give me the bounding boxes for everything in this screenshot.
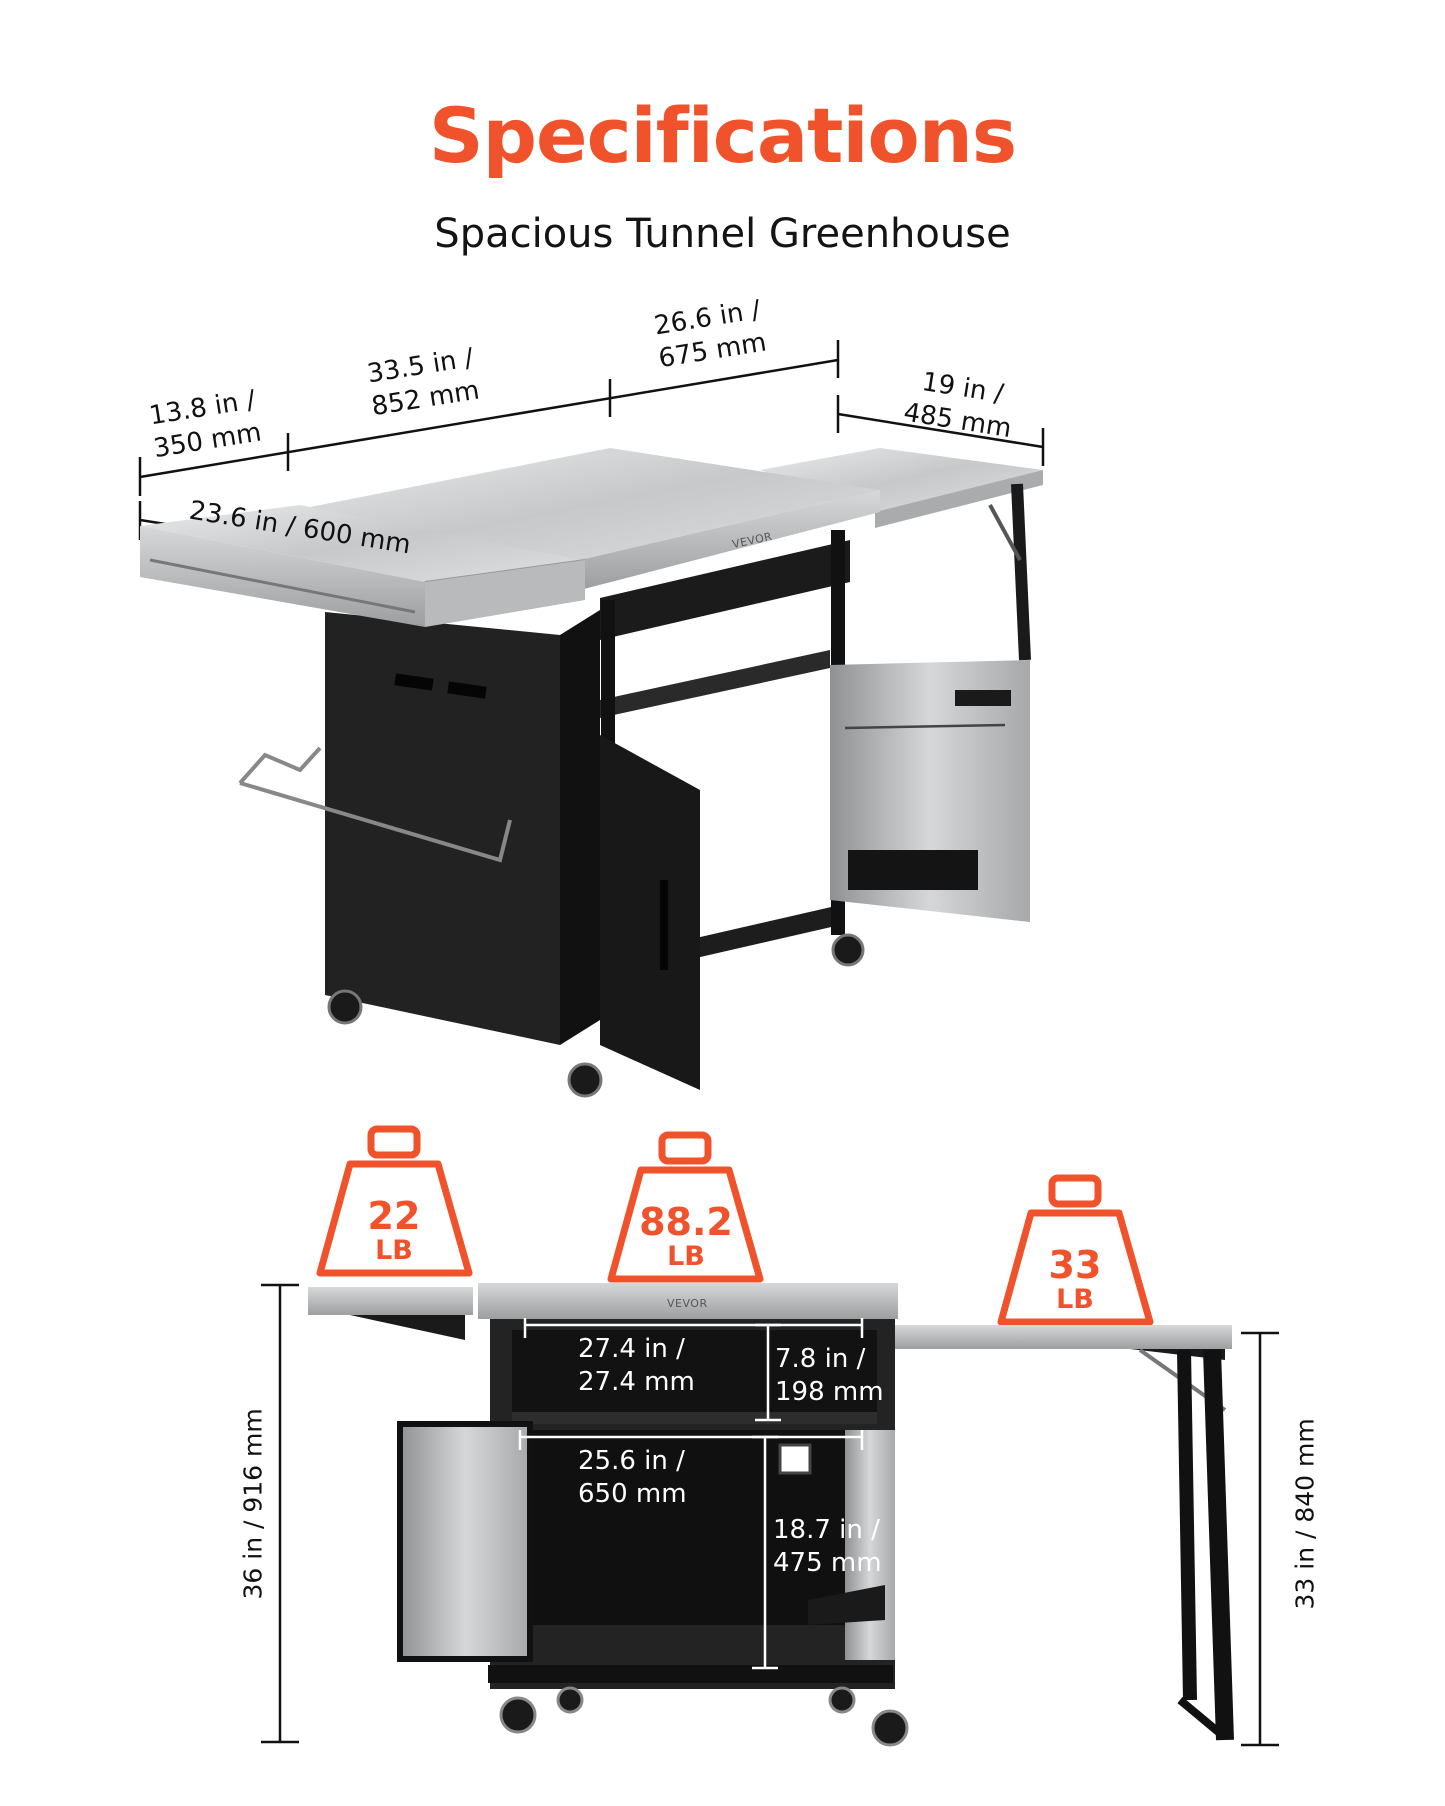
caster-wheels (327, 933, 865, 1098)
steel-door (830, 660, 1030, 922)
load-center-number: 88.2 (639, 1200, 733, 1244)
dim-lower-height-label: 18.7 in / 475 mm (773, 1515, 882, 1578)
height-dimension-lines (261, 1283, 1279, 1747)
towel-bar (238, 746, 512, 863)
page-subtitle: Spacious Tunnel Greenhouse (434, 211, 1011, 257)
load-right-value: 33 LB (1025, 1246, 1125, 1313)
front-cart (308, 1283, 1234, 1747)
center-tabletop (305, 448, 880, 590)
black-door (600, 735, 700, 1090)
weight-icon-left (316, 1125, 473, 1277)
load-center-unit: LB (667, 1241, 705, 1272)
load-right-number: 33 (1048, 1243, 1102, 1287)
dim-upper-height-label: 7.8 in / 198 mm (775, 1344, 884, 1407)
right-side-shelf (760, 448, 1043, 661)
dim-total-height-label: 36 in / 916 mm (238, 1408, 268, 1600)
brand-mark-front: VEVOR (667, 1297, 708, 1310)
dim-side-height-label: 33 in / 840 mm (1290, 1418, 1320, 1610)
weight-icon-right (997, 1174, 1154, 1326)
load-right-unit: LB (1056, 1284, 1094, 1315)
dim-lower-width-label: 25.6 in / 650 mm (578, 1446, 687, 1509)
load-left-number: 22 (367, 1194, 421, 1238)
load-center-value: 88.2 LB (630, 1203, 742, 1270)
weight-icon-center (607, 1131, 764, 1283)
interior-dimension-lines (518, 1318, 864, 1670)
dim-upper-width-label: 27.4 in / 27.4 mm (578, 1334, 695, 1397)
load-left-unit: LB (375, 1235, 413, 1266)
load-left-value: 22 LB (344, 1197, 444, 1264)
page-title: Specifications (428, 91, 1017, 180)
left-cabinet (325, 610, 600, 1045)
left-side-shelf (140, 505, 586, 627)
